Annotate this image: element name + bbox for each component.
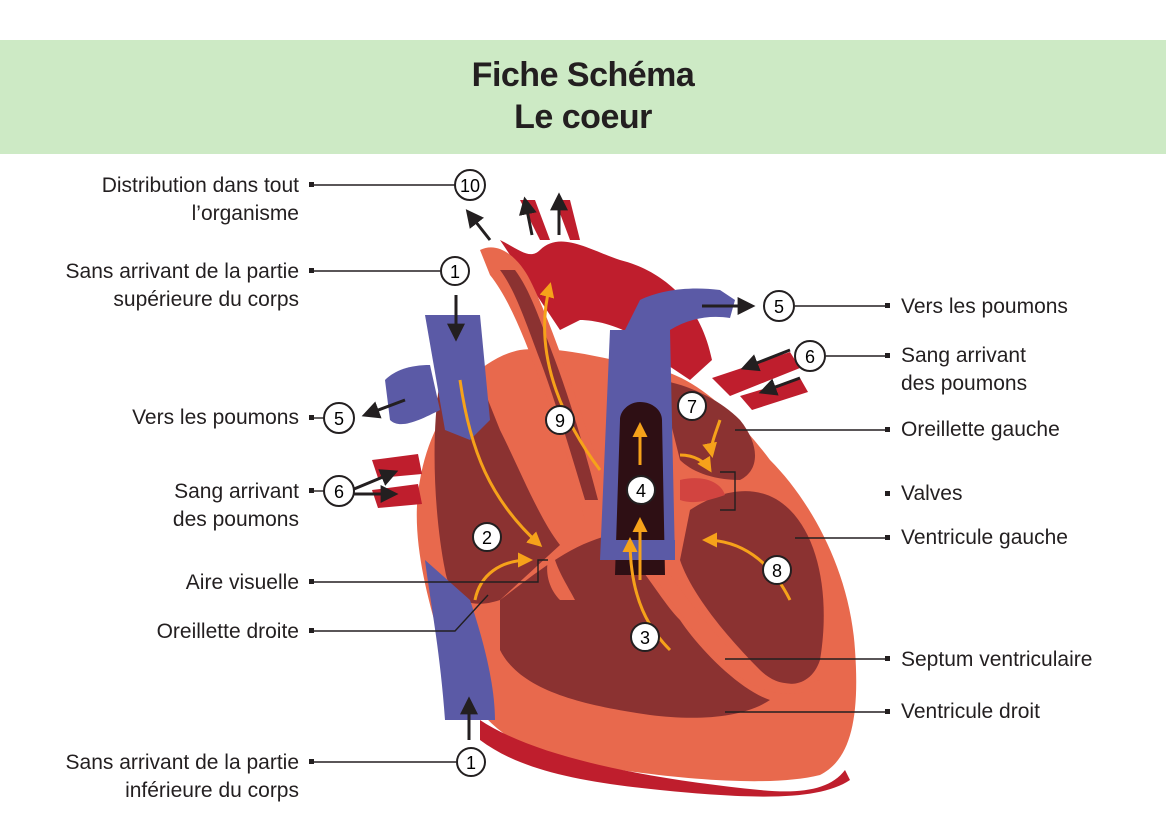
valve-left	[680, 478, 725, 503]
svg-text:5: 5	[334, 409, 344, 429]
label-left-ventricle: Ventricule gauche	[901, 526, 1068, 549]
label-right-ventricle: Ventricule droit	[901, 700, 1040, 723]
svg-text:7: 7	[687, 397, 697, 417]
marker-6-right: 6	[794, 340, 826, 372]
svg-text:9: 9	[555, 411, 565, 431]
page-subtitle: Le coeur	[514, 98, 652, 136]
marker-5-left: 5	[323, 402, 355, 434]
svg-text:10: 10	[460, 176, 480, 196]
svg-text:1: 1	[466, 753, 476, 773]
flow-arrows	[458, 282, 792, 652]
label-to-lungs-right: Vers les poumons	[901, 295, 1068, 318]
title-banner: Fiche Schéma Le coeur	[0, 40, 1166, 154]
svg-text:8: 8	[772, 561, 782, 581]
page-title: Fiche Schéma	[471, 56, 695, 94]
marker-5-right: 5	[763, 290, 795, 322]
marker-3: 3	[630, 622, 660, 652]
svg-text:6: 6	[334, 482, 344, 502]
marker-1-top: 1	[440, 256, 470, 286]
valve-right	[547, 560, 575, 600]
marker-10: 10	[454, 169, 486, 201]
svg-text:5: 5	[774, 297, 784, 317]
marker-9: 9	[545, 405, 575, 435]
marker-8: 8	[762, 555, 792, 585]
number-markers: 10 1 5 6 2 1 5 6 7 9 4 8 3	[323, 169, 826, 777]
label-to-lungs-left: Vers les poumons	[132, 406, 299, 429]
svg-text:1: 1	[450, 262, 460, 282]
label-visual-area: Aire visuelle	[185, 571, 299, 594]
svg-text:2: 2	[482, 528, 492, 548]
label-right-atrium: Oreillette droite	[156, 620, 299, 643]
label-valves: Valves	[901, 482, 963, 505]
svg-text:4: 4	[636, 481, 646, 501]
marker-1-bottom: 1	[456, 747, 486, 777]
leader-lines	[312, 184, 887, 763]
marker-6-left: 6	[323, 475, 355, 507]
pulmonary-veins-left	[372, 454, 422, 508]
marker-7: 7	[677, 391, 707, 421]
superior-vena-cava	[425, 315, 490, 440]
ventricular-septum	[650, 560, 820, 694]
inferior-vena-cava	[425, 560, 495, 720]
svg-text:3: 3	[640, 628, 650, 648]
svg-text:6: 6	[805, 347, 815, 367]
pulmonary-artery-left	[385, 365, 440, 425]
marker-2: 2	[472, 522, 502, 552]
leader-ends	[309, 182, 890, 764]
label-ventricular-septum: Septum ventriculaire	[901, 648, 1093, 671]
label-left-atrium: Oreillette gauche	[901, 418, 1060, 441]
marker-4: 4	[626, 475, 656, 505]
